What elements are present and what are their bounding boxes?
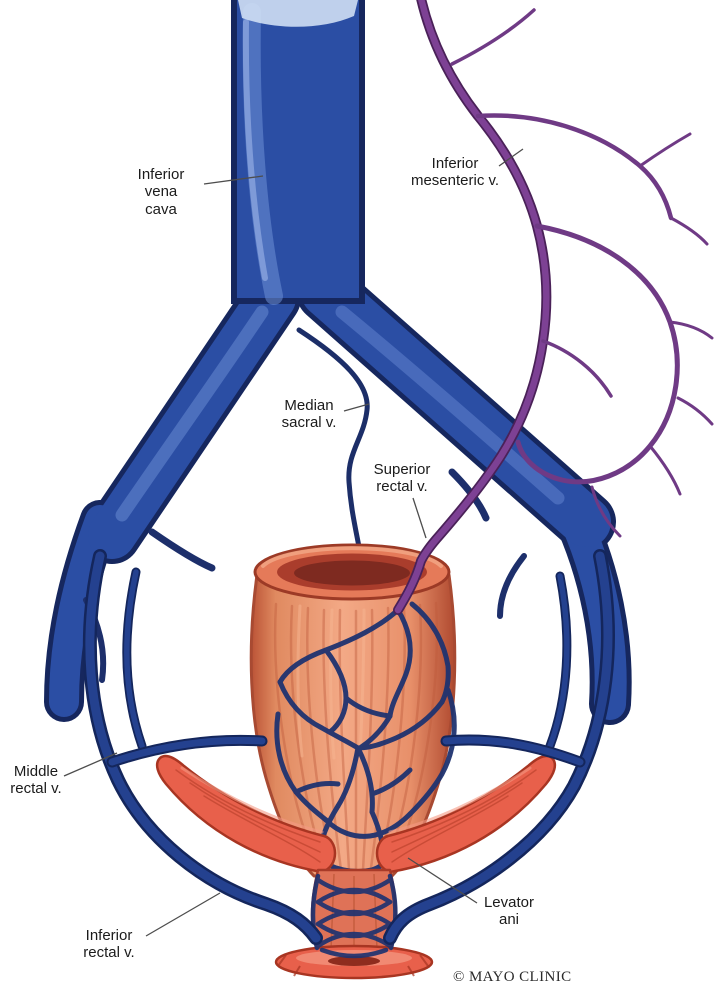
leader-middle-rectal [63, 752, 118, 777]
rectal-venous-plexus-artwork [274, 601, 457, 874]
middle-rectal-veins-artwork [106, 734, 586, 768]
levator-ani-artwork [155, 754, 557, 874]
label-inferior-vena-cava: Inferior vena cava [137, 166, 185, 218]
levator-ani-left-wing [155, 754, 337, 874]
leader-inferior-mesenteric [498, 148, 524, 167]
label-levator-ani: Levator ani [483, 894, 535, 929]
label-inferior-rectal-vein: Inferior rectal v. [83, 927, 135, 962]
leader-inferior-vena-cava [203, 175, 264, 185]
perianal-plexus-artwork [310, 873, 398, 959]
levator-ani-right-wing [375, 754, 557, 874]
credit-mayo-clinic: © MAYO CLINIC [453, 969, 572, 985]
leader-superior-rectal [412, 497, 427, 539]
inferior-vena-cava-artwork [231, 0, 365, 305]
label-median-sacral-vein: Median sacral v. [281, 397, 337, 432]
inferior-mesenteric-vein-artwork [393, 0, 714, 615]
label-superior-rectal-vein: Superior rectal v. [373, 461, 431, 496]
leader-levator-ani [407, 857, 478, 904]
pelvic-vein-loops-artwork [82, 549, 615, 945]
label-inferior-mesenteric-vein: Inferior mesenteric v. [410, 155, 500, 190]
label-middle-rectal-vein: Middle rectal v. [10, 763, 62, 798]
leader-lines [63, 148, 524, 937]
leader-inferior-rectal [145, 892, 221, 937]
leader-median-sacral [343, 403, 370, 412]
